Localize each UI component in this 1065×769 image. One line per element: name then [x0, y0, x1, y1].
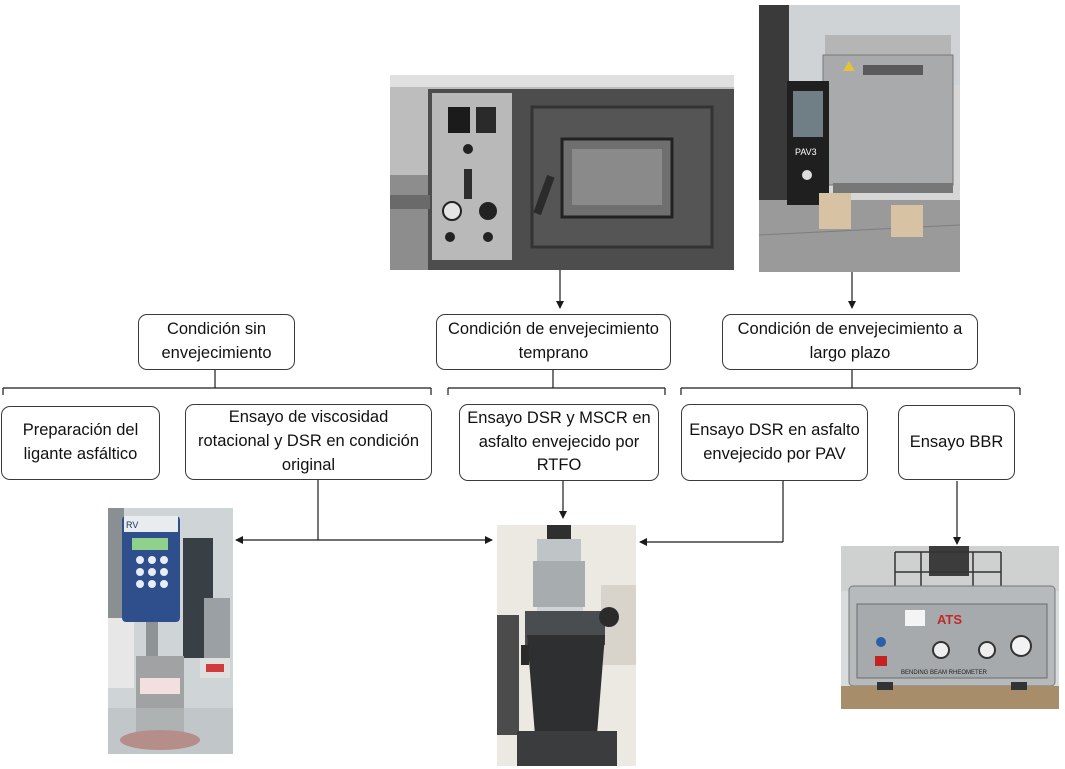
bracket-unaged	[2, 370, 432, 395]
bending-beam-rheometer-photo: ATS BENDING BEAM RHEOMETER	[841, 546, 1059, 709]
bbr-logo-text: ATS	[937, 612, 962, 627]
viscometer-display-text: RV	[126, 520, 138, 530]
test-dsr-pav-label: Ensayo DSR en asfalto envejecido por PAV	[689, 420, 860, 463]
condition-long-term-box: Condición de envejecimiento a largo plaz…	[722, 314, 978, 370]
condition-unaged-label: Condición sin envejecimiento	[161, 320, 272, 362]
condition-short-term-label: Condición de envejecimiento temprano	[448, 320, 659, 362]
bracket-long-term	[680, 370, 1021, 395]
test-bbr-label: Ensayo BBR	[909, 432, 1004, 451]
pav-vessel-photo: PAV3	[759, 5, 960, 272]
rtfo-oven-photo	[390, 75, 734, 270]
condition-unaged-box: Condición sin envejecimiento	[138, 314, 295, 370]
test-dsr-mscr-rtfo-box: Ensayo DSR y MSCR en asfalto envejecido …	[459, 404, 659, 481]
test-viscosity-dsr-label: Ensayo de viscosidad rotacional y DSR en…	[197, 408, 420, 474]
dsr-rheometer-photo	[497, 525, 636, 766]
condition-long-term-label: Condición de envejecimiento a largo plaz…	[737, 320, 963, 362]
pav-logo-text: PAV3	[795, 147, 817, 157]
test-dsr-pav-box: Ensayo DSR en asfalto envejecido por PAV	[681, 404, 868, 481]
test-dsr-mscr-rtfo-label: Ensayo DSR y MSCR en asfalto envejecido …	[467, 408, 651, 475]
condition-short-term-box: Condición de envejecimiento temprano	[436, 314, 671, 370]
test-viscosity-dsr-box: Ensayo de viscosidad rotacional y DSR en…	[185, 404, 432, 480]
test-binder-prep-box: Preparación del ligante asfáltico	[1, 406, 160, 480]
bracket-short-term	[447, 370, 666, 395]
rotational-viscometer-photo: RV	[108, 508, 233, 754]
test-bbr-box: Ensayo BBR	[898, 405, 1015, 480]
bbr-plate-text: BENDING BEAM RHEOMETER	[901, 670, 988, 676]
test-binder-prep-label: Preparación del ligante asfáltico	[22, 421, 139, 463]
